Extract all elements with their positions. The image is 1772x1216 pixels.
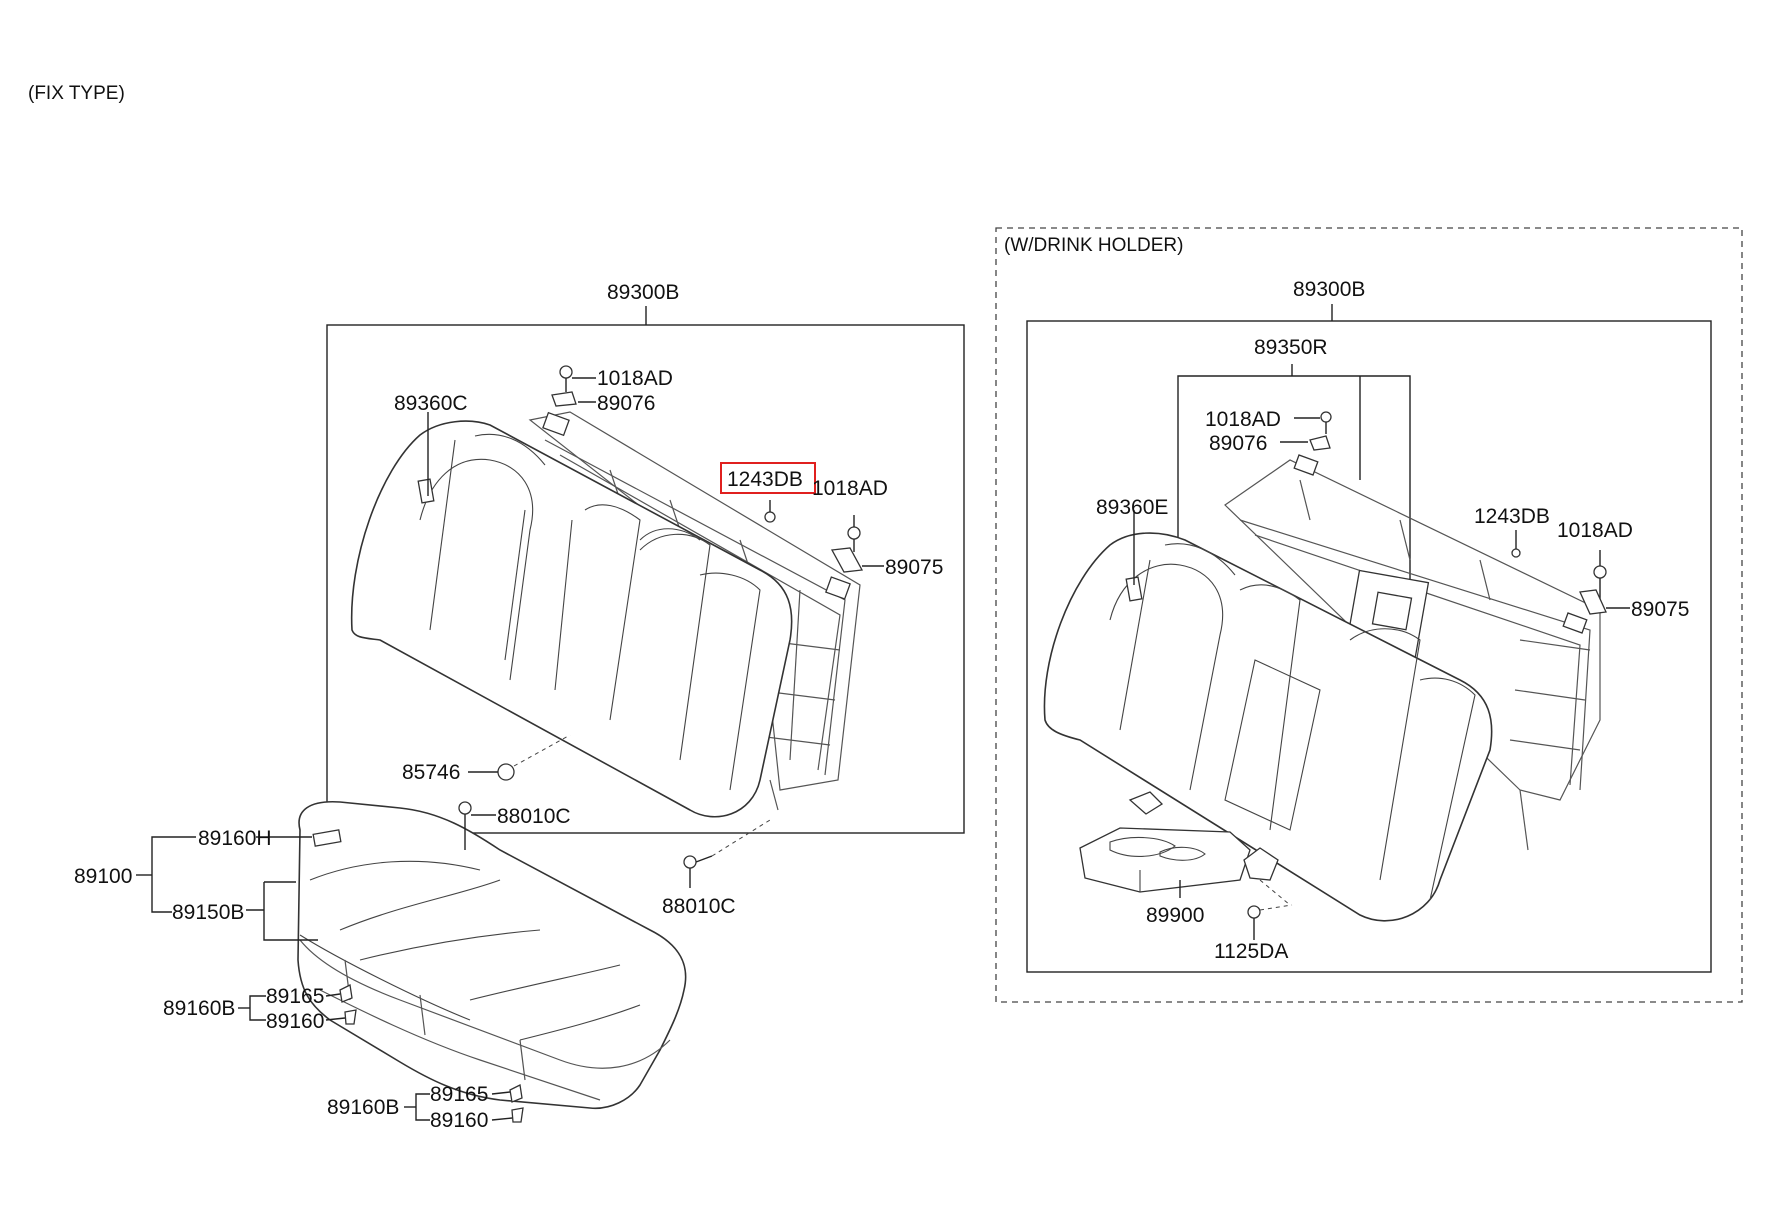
left-cushion-group: 88010C 89160H 89100 89150B 89160B 89165 …: [74, 800, 687, 1132]
clip-1243db-right-icon: [1511, 548, 1521, 558]
bolt-1018ad-top-icon: [559, 365, 573, 379]
highlighted-part-box: [720, 462, 816, 494]
label-1243db-right: 1243DB: [1474, 505, 1550, 528]
label-89076-top: 89076: [597, 392, 655, 415]
hinge-89075-right-right-icon: [1579, 589, 1607, 615]
bracket-89350r: [1177, 375, 1411, 600]
clip-89160-a-icon: [344, 1009, 357, 1025]
label-89160h: 89160H: [198, 827, 272, 850]
label-89160b-a: 89160B: [163, 997, 235, 1020]
label-89165-a: 89165: [266, 985, 324, 1008]
label-1018ad-top-right: 1018AD: [1205, 408, 1281, 431]
bracket-89150b: [263, 882, 318, 941]
label-1125da: 1125DA: [1214, 940, 1288, 963]
label-88010c-cushion: 88010C: [497, 805, 571, 828]
left-backrest-frame: [528, 411, 861, 811]
label-89160-a: 89160: [266, 1010, 324, 1033]
clip-89160-b-icon: [511, 1107, 524, 1123]
bracket-89160b-a: [249, 995, 266, 1021]
armrest-89900: [1079, 791, 1291, 906]
drink-holder-variant-box: [995, 227, 1743, 1003]
right-backrest-group: 89300B 89350R: [1026, 278, 1712, 973]
label-89350r: 89350R: [1254, 336, 1328, 359]
right-backrest-cushion: [1043, 532, 1493, 922]
label-1018ad-top: 1018AD: [597, 367, 673, 390]
label-89076-top-right: 89076: [1209, 432, 1267, 455]
bolt-88010c-cushion-icon: [458, 801, 472, 815]
right-backrest-fasteners: [1133, 411, 1630, 940]
hinge-89076-top-right-icon: [1309, 435, 1331, 451]
hinge-89075-right-icon: [830, 547, 864, 573]
left-cushion-pad: [297, 800, 687, 1110]
grommet-85746-icon: [497, 763, 515, 781]
armrest-recess: [1224, 659, 1321, 831]
left-backrest-assembly-label: 89300B: [607, 281, 679, 304]
label-1018ad-right-right: 1018AD: [1557, 519, 1633, 542]
label-1018ad-right: 1018AD: [812, 477, 888, 500]
clip-1243db-icon: [764, 511, 776, 523]
label-85746: 85746: [402, 761, 460, 784]
hinge-89076-top-icon: [551, 391, 577, 407]
bolt-1018ad-top-right-icon: [1320, 411, 1332, 423]
drink-holder-header: (W/DRINK HOLDER): [1004, 235, 1183, 256]
bolt-1018ad-right-right-icon: [1593, 565, 1607, 579]
left-backrest-fasteners: [427, 365, 884, 888]
left-backrest-group: 89300B: [326, 281, 965, 918]
hook-89165-b-icon: [509, 1084, 523, 1103]
label-89075-right: 89075: [885, 556, 943, 579]
bolt-1125da-icon: [1247, 905, 1261, 919]
hook-89165-a-icon: [339, 984, 353, 1003]
label-89150b: 89150B: [172, 901, 244, 924]
bolt-1018ad-right-icon: [847, 526, 861, 540]
label-89160b-b: 89160B: [327, 1096, 399, 1119]
label-89160-b: 89160: [430, 1109, 488, 1132]
fix-type-header: (FIX TYPE): [28, 83, 125, 104]
right-backrest-assembly-label: 89300B: [1293, 278, 1365, 301]
label-89360e: 89360E: [1096, 496, 1168, 519]
label-1243db-highlighted: 1243DB: [727, 468, 803, 491]
right-backrest-boundary: [1026, 320, 1712, 973]
label-89100: 89100: [74, 865, 132, 888]
label-88010c-lower: 88010C: [662, 895, 736, 918]
label-89075-right-right: 89075: [1631, 598, 1689, 621]
label-89165-b: 89165: [430, 1083, 488, 1106]
bolt-88010c-lower-icon: [683, 855, 697, 869]
left-backrest-cushion: [350, 420, 793, 818]
bracket-89160b-b: [415, 1093, 430, 1121]
label-89360c: 89360C: [394, 392, 468, 415]
label-89900: 89900: [1146, 904, 1204, 927]
